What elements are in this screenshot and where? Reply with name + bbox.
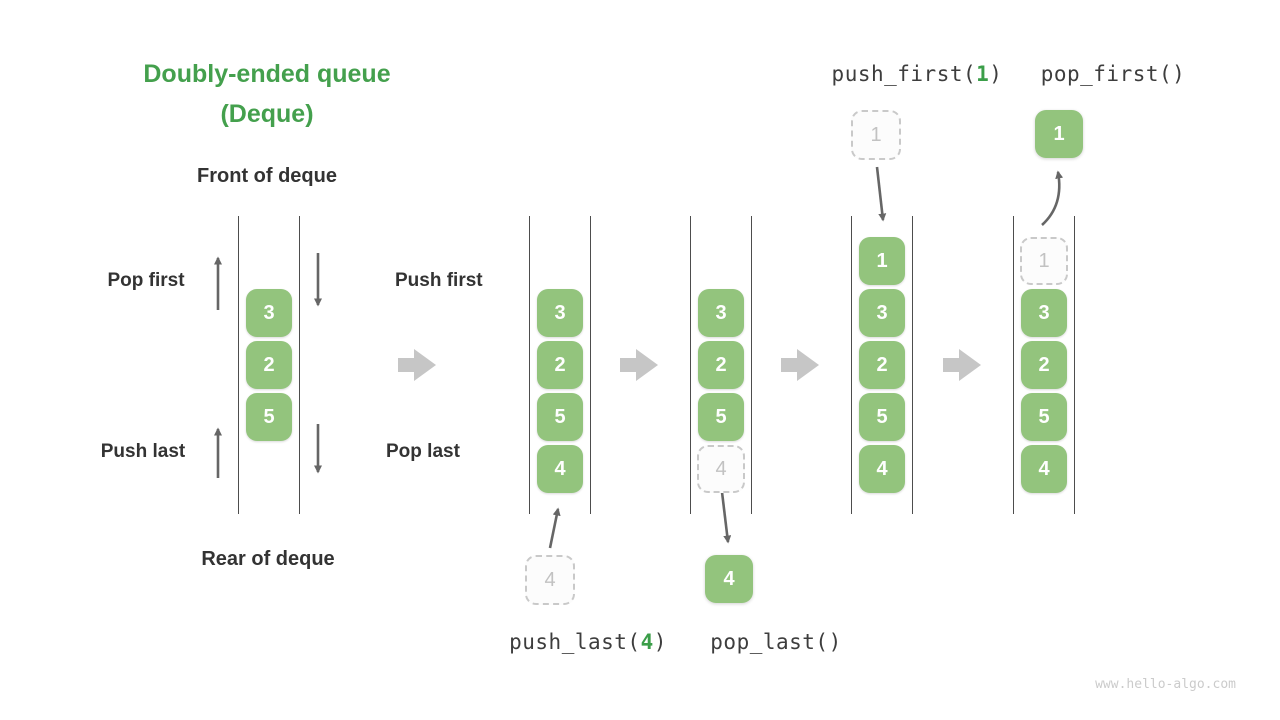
- push-last-in-arrow-icon: [548, 507, 561, 549]
- deque-cell: 2: [537, 341, 583, 389]
- deque-cell: 5: [1021, 393, 1067, 441]
- pop-first-code-label: pop_first(): [1041, 62, 1186, 86]
- deque-initial: 3 2 5: [238, 216, 300, 514]
- deque-cell: 3: [859, 289, 905, 337]
- deque-cell: 5: [537, 393, 583, 441]
- deque-cell: 2: [246, 341, 292, 389]
- deque-cell: 5: [698, 393, 744, 441]
- deque-cell: 5: [859, 393, 905, 441]
- deque-cell: 3: [537, 289, 583, 337]
- code-text: push_last(: [509, 630, 641, 654]
- deque-cell: 3: [246, 289, 292, 337]
- push-first-label: Push first: [395, 270, 483, 291]
- code-text: push_first(: [831, 62, 977, 86]
- flow-arrow-icon: [781, 349, 819, 381]
- deque-cell: 2: [1021, 341, 1067, 389]
- flow-arrow-icon: [943, 349, 981, 381]
- front-of-deque-label: Front of deque: [197, 165, 337, 187]
- rear-of-deque-label: Rear of deque: [201, 548, 335, 570]
- pop-first-label: Pop first: [107, 270, 185, 291]
- deque-cell-ghost: 1: [1020, 237, 1068, 285]
- diagram-title-line1: Doubly-ended queue: [143, 60, 391, 88]
- deque-cell: 1: [859, 237, 905, 285]
- code-text: pop_first(): [1040, 62, 1186, 86]
- watermark: www.hello-algo.com: [1095, 677, 1236, 692]
- push-last-incoming-cell: 4: [525, 555, 575, 605]
- push-last-code-label: push_last(4): [509, 630, 667, 654]
- deque-cell: 4: [537, 445, 583, 493]
- deque-after-push-last: 3 2 5 4: [529, 216, 591, 514]
- code-arg: 4: [640, 630, 654, 654]
- push-first-in-arrow-icon: [875, 166, 887, 222]
- deque-after-push-first: 1 3 2 5 4: [851, 216, 913, 514]
- deque-after-pop-last: 3 2 5 4: [690, 216, 752, 514]
- push-last-label: Push last: [100, 441, 186, 462]
- deque-after-pop-first: 1 3 2 5 4: [1013, 216, 1075, 514]
- pop-first-outgoing-cell: 1: [1035, 110, 1083, 158]
- deque-cell: 3: [1021, 289, 1067, 337]
- deque-cell: 4: [859, 445, 905, 493]
- deque-cell: 4: [1021, 445, 1067, 493]
- push-first-incoming-cell: 1: [851, 110, 901, 160]
- code-text: ): [989, 62, 1003, 86]
- code-arg: 1: [976, 62, 990, 86]
- deque-cell: 2: [859, 341, 905, 389]
- flow-arrow-icon: [398, 349, 436, 381]
- deque-cell-ghost: 4: [697, 445, 745, 493]
- pop-last-code-label: pop_last(): [710, 630, 841, 654]
- deque-cell: 2: [698, 341, 744, 389]
- deque-cell: 5: [246, 393, 292, 441]
- flow-arrow-icon: [620, 349, 658, 381]
- push-first-code-label: push_first(1): [832, 62, 1003, 86]
- deque-cell: 3: [698, 289, 744, 337]
- pop-last-label: Pop last: [386, 441, 460, 462]
- code-text: ): [653, 630, 667, 654]
- pop-last-outgoing-cell: 4: [705, 555, 753, 603]
- diagram-title-line2: (Deque): [220, 100, 314, 128]
- code-text: pop_last(): [710, 630, 842, 654]
